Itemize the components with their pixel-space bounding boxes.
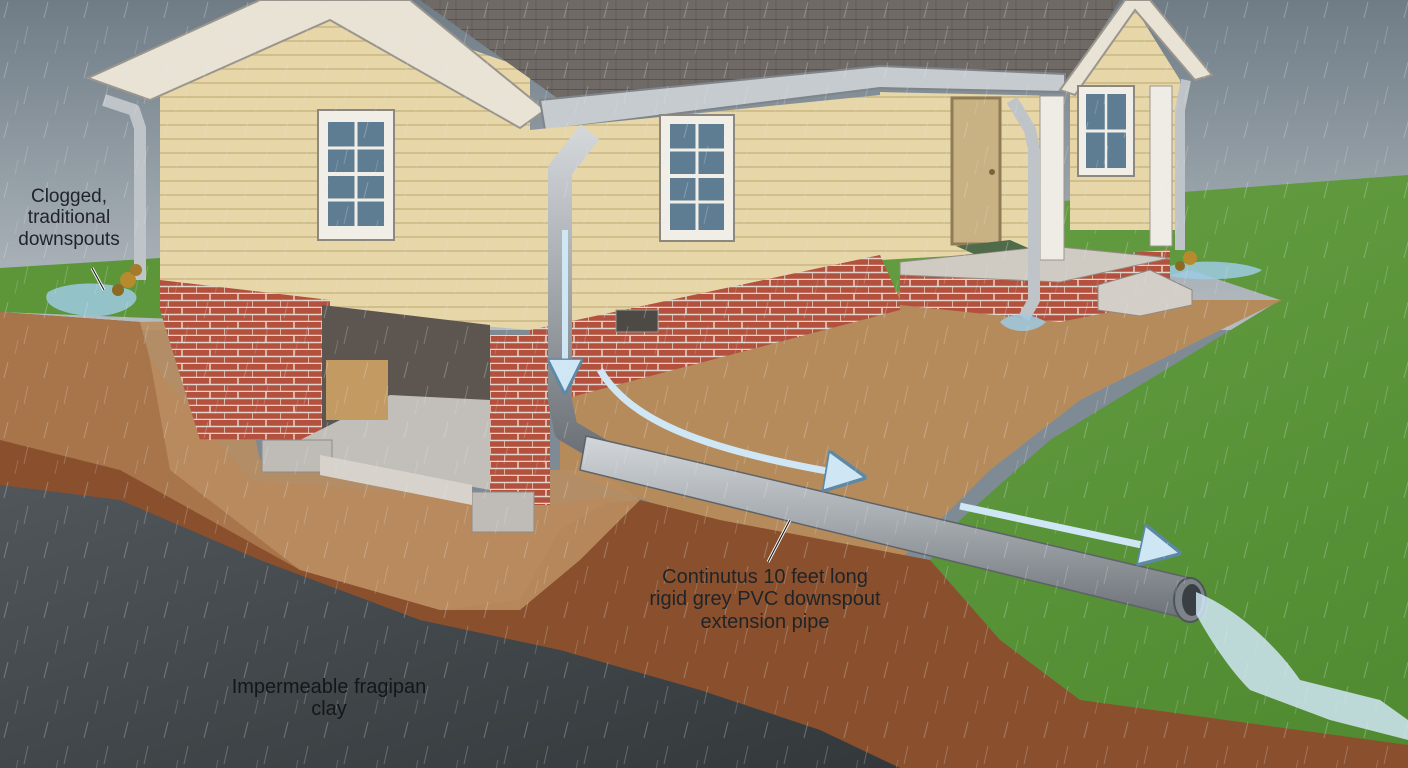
clogged-downspouts-label: Clogged, traditional downspouts xyxy=(18,186,120,250)
fragipan-clay-label: Impermeable fragipan clay xyxy=(231,676,427,721)
leader-line-clogged xyxy=(91,267,105,291)
leader-line-pipe xyxy=(767,519,791,563)
pvc-extension-label: Continutus 10 feet long rigid grey PVC d… xyxy=(649,566,881,633)
